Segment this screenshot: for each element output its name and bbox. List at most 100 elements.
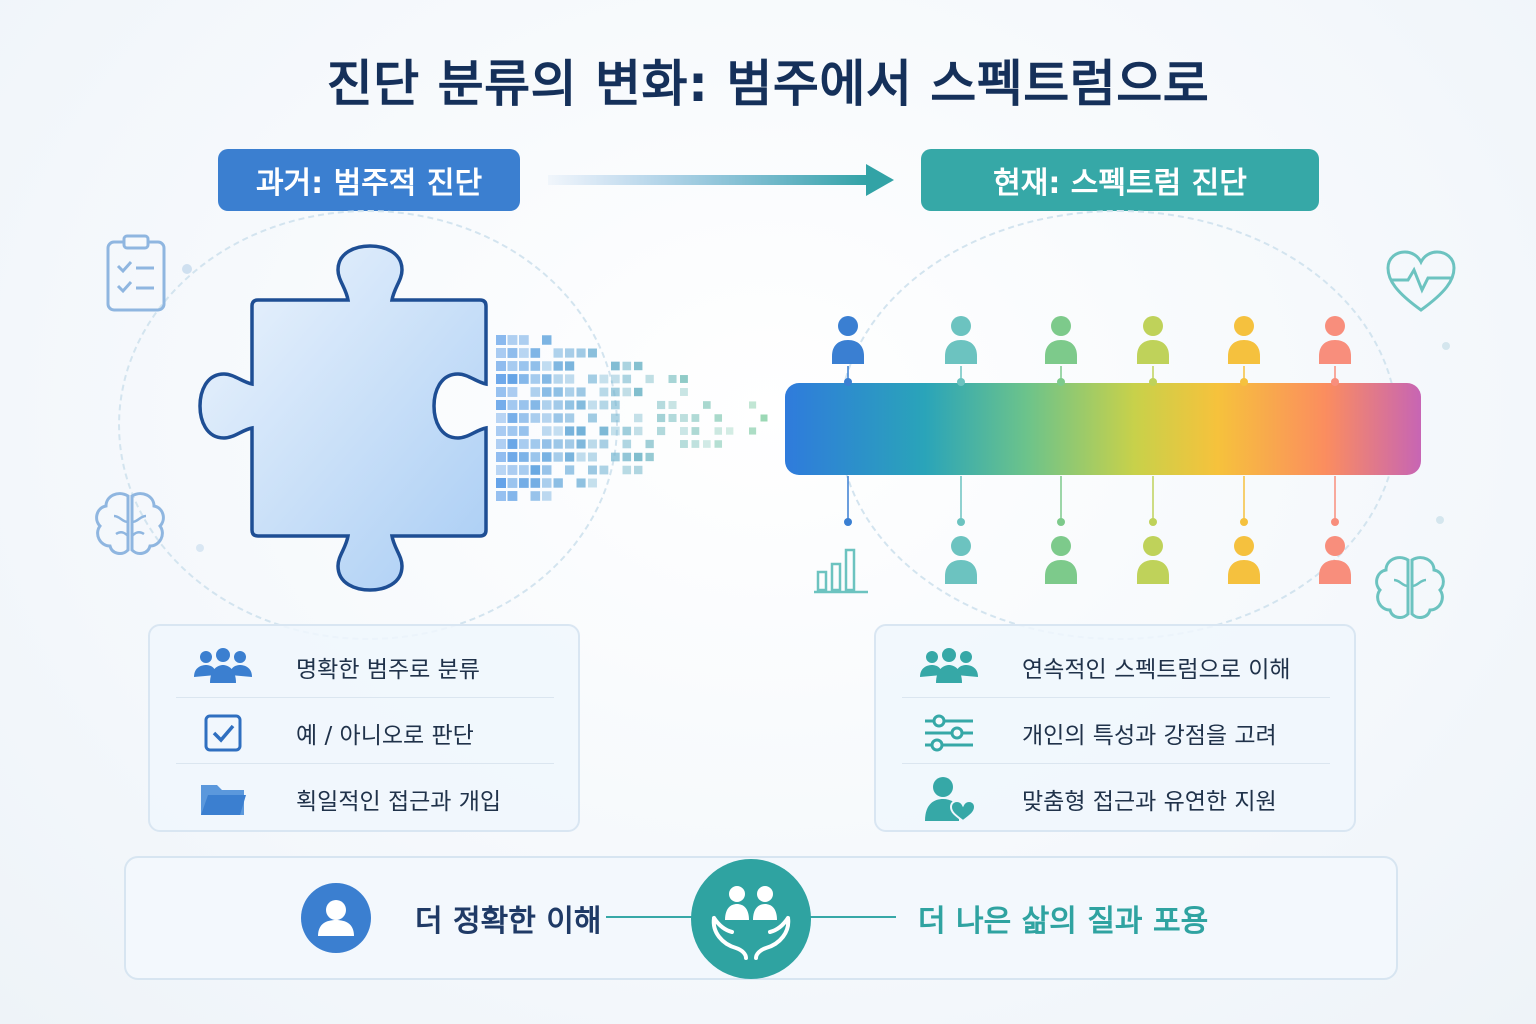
pixel-square	[553, 452, 563, 462]
pixel-square	[634, 465, 643, 475]
pixel-square	[565, 426, 575, 436]
pixel-square	[507, 426, 518, 436]
pixel-square	[599, 387, 609, 397]
connector-dot	[1240, 378, 1248, 386]
person-bottom	[1228, 536, 1260, 584]
pixel-square	[553, 478, 563, 488]
pixel-square	[542, 426, 552, 436]
pixel-square	[634, 361, 643, 371]
pixel-square	[565, 374, 575, 384]
pixel-square	[542, 374, 552, 384]
summary-right-text: 더 나은 삶의 질과 포용	[918, 904, 1209, 939]
pixel-square	[611, 426, 620, 436]
pixel-square	[645, 439, 654, 449]
present-characteristics: 연속적인 스펙트럼으로 이해 개인의 특성과 강점을 고려	[874, 624, 1356, 832]
present-item: 개인의 특성과 강점을 고려	[876, 700, 1354, 766]
pixel-square	[519, 374, 529, 384]
pixel-square	[576, 439, 586, 449]
pixel-square	[530, 348, 541, 358]
present-item: 연속적인 스펙트럼으로 이해	[876, 634, 1354, 700]
pixel-square	[507, 413, 518, 423]
pixel-square	[553, 361, 563, 371]
pixel-square	[749, 427, 757, 435]
pixel-square	[507, 361, 518, 371]
pixel-square	[691, 414, 700, 422]
pixel-square	[553, 439, 563, 449]
pixel-square	[645, 452, 654, 462]
decor-dots	[182, 264, 204, 552]
past-item: 예 / 아니오로 판단	[150, 700, 578, 766]
pixel-square	[611, 452, 620, 462]
present-item: 맞춤형 접근과 유연한 지원	[876, 766, 1354, 832]
pixel-square	[496, 400, 506, 410]
connector-dot	[844, 378, 852, 386]
person-bottom	[1137, 536, 1169, 584]
person-top	[1137, 316, 1169, 364]
pixel-square	[565, 400, 575, 410]
connector-dot	[1057, 378, 1065, 386]
pixel-square	[507, 439, 518, 449]
pixel-square	[530, 439, 541, 449]
pixel-square	[542, 452, 552, 462]
past-item-text: 획일적인 접근과 개입	[296, 789, 502, 815]
pixel-square	[519, 348, 529, 358]
pixel-square	[542, 361, 552, 371]
spectrum-bar	[785, 383, 1421, 475]
sliders-icon	[916, 708, 982, 758]
pixel-square	[622, 439, 632, 449]
pixel-square	[530, 361, 541, 371]
pixel-square	[496, 413, 506, 423]
present-item-text: 개인의 특성과 강점을 고려	[1022, 723, 1277, 749]
pixel-square	[588, 439, 597, 449]
pixel-square	[553, 374, 563, 384]
pixel-square	[530, 413, 541, 423]
pixel-square	[507, 400, 518, 410]
person-top	[1228, 316, 1260, 364]
pixel-square	[542, 400, 552, 410]
pixel-square	[599, 426, 609, 436]
pixel-square	[542, 478, 552, 488]
connector-dot	[957, 378, 965, 386]
pixel-square	[507, 465, 518, 475]
decor-dots-right	[1436, 342, 1450, 524]
pixel-square	[576, 348, 586, 358]
connector-dot	[1149, 378, 1157, 386]
pixel-square	[565, 361, 575, 371]
checkbox-icon	[190, 708, 256, 758]
pixel-square	[530, 452, 541, 462]
pixel-square	[507, 374, 518, 384]
pixel-square	[542, 413, 552, 423]
pixel-square	[588, 478, 597, 488]
pixel-square	[565, 465, 575, 475]
people-spectrum	[832, 316, 1351, 584]
pixel-square	[760, 414, 768, 422]
past-item-text: 명확한 범주로 분류	[296, 657, 480, 683]
pixel-square	[507, 491, 518, 501]
folder-icon	[190, 774, 256, 824]
pixel-square	[496, 348, 506, 358]
pixel-square	[496, 374, 506, 384]
puzzle-piece-icon	[198, 244, 488, 592]
pixel-square	[496, 439, 506, 449]
pixel-square	[611, 413, 620, 423]
pixel-square	[553, 348, 563, 358]
pixel-square	[599, 439, 609, 449]
bar-chart-icon	[814, 548, 868, 594]
pixel-square	[542, 387, 552, 397]
person-top	[832, 316, 864, 364]
group-icon	[190, 642, 256, 692]
pixel-square	[496, 387, 506, 397]
pixel-square	[553, 387, 563, 397]
connector-dot	[1331, 378, 1339, 386]
person-top	[1319, 316, 1351, 364]
pixel-square	[588, 348, 597, 358]
transition-arrow	[548, 164, 894, 196]
pixel-square	[668, 413, 677, 423]
pixel-square	[496, 478, 506, 488]
pixel-square	[714, 427, 723, 435]
pixel-square	[507, 478, 518, 488]
pixel-square	[611, 400, 620, 410]
person-bottom	[1045, 536, 1077, 584]
pixel-square	[668, 374, 677, 384]
pixel-square	[657, 426, 666, 436]
